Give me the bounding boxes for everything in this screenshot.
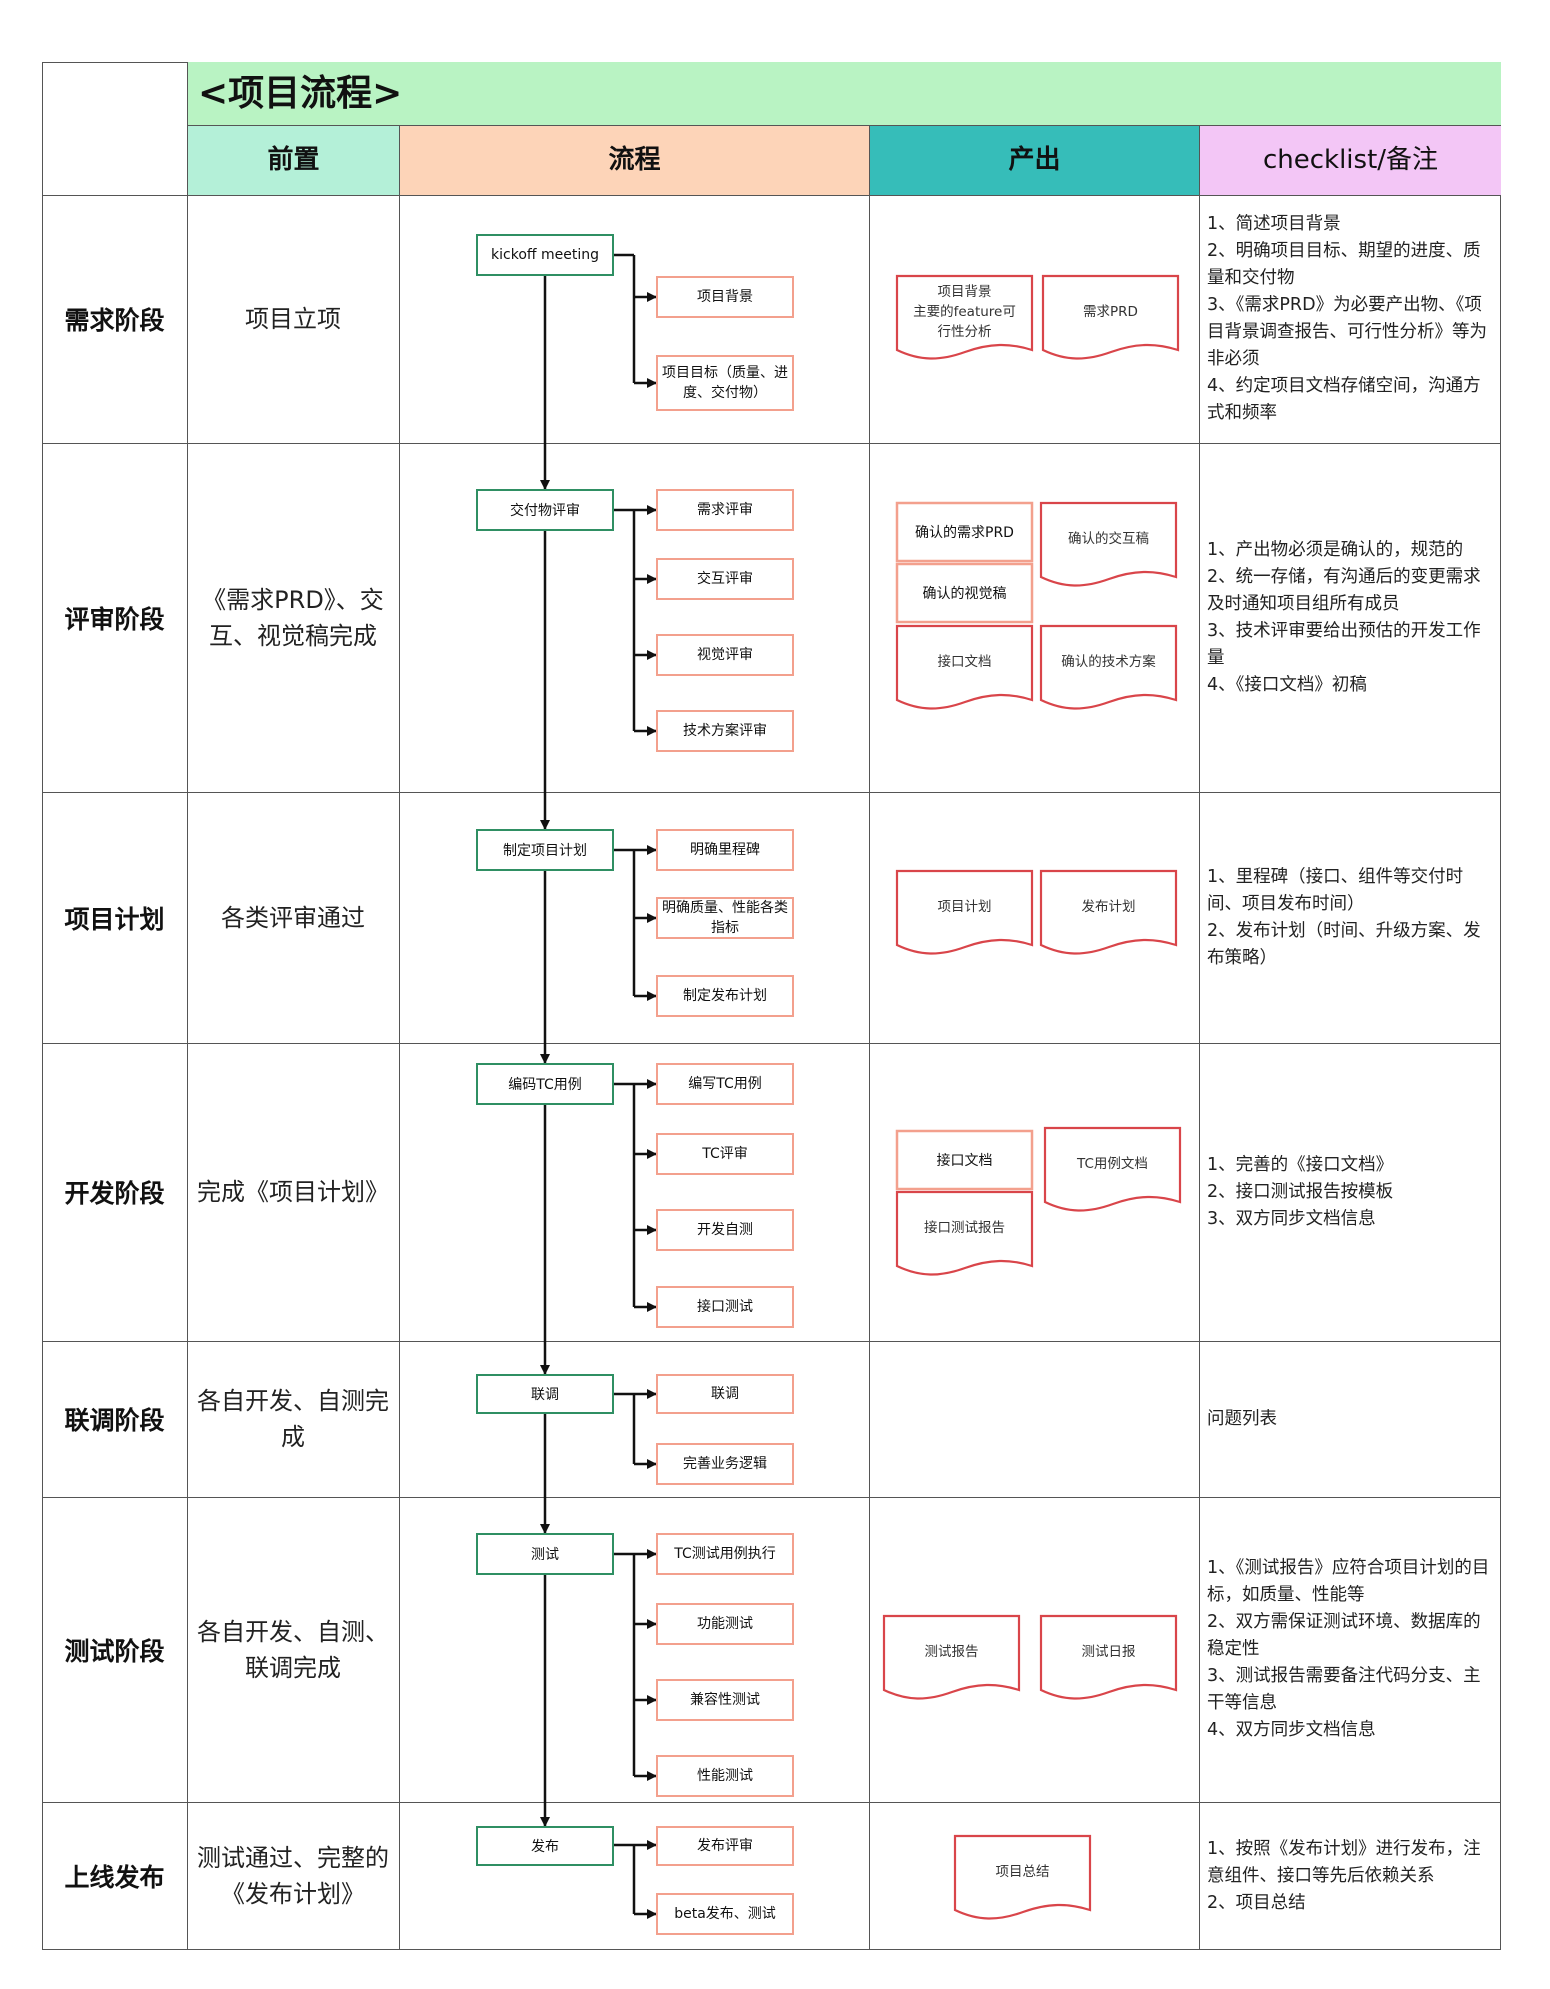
document-shape xyxy=(1039,501,1178,587)
document-shape xyxy=(1043,1126,1182,1212)
prerequisite: 测试通过、完整的《发布计划》 xyxy=(197,1844,389,1908)
row-divider xyxy=(42,1802,1501,1803)
output-document-label: 测试报告 xyxy=(924,1644,979,1660)
sub-step-box: 发布评审 xyxy=(656,1826,794,1866)
sub-step-box: 制定发布计划 xyxy=(656,975,794,1017)
sub-step-box: 开发自测 xyxy=(656,1209,794,1251)
document-shape xyxy=(895,869,1034,955)
document-shape xyxy=(895,1190,1034,1276)
sub-step-box: beta发布、测试 xyxy=(656,1893,794,1935)
header-checklist: checklist/备注 xyxy=(1199,126,1501,195)
document-shape xyxy=(882,1614,1021,1700)
document-shape xyxy=(1041,274,1180,360)
document-shape xyxy=(953,1834,1092,1920)
output-document-label: 需求PRD xyxy=(1083,304,1138,320)
output-document-label: 接口文档 xyxy=(937,654,992,670)
document-shape xyxy=(1039,1614,1178,1700)
checklist-note: 1、简述项目背景 2、明确项目目标、期望的进度、质量和交付物 3、《需求PRD》… xyxy=(1207,214,1487,423)
prerequisite: 《需求PRD》、交互、视觉稿完成 xyxy=(202,585,384,650)
column-divider xyxy=(187,62,188,1950)
checklist-note: 1、里程碑（接口、组件等交付时间、项目发布时间） 2、发布计划（时间、升级方案、… xyxy=(1207,866,1481,968)
row-divider xyxy=(42,1043,1501,1044)
sub-step-box: 性能测试 xyxy=(656,1755,794,1797)
document-shape xyxy=(895,562,1034,624)
sub-step-box: 兼容性测试 xyxy=(656,1679,794,1721)
page-title: <项目流程> xyxy=(187,62,1501,126)
row-divider xyxy=(42,1341,1501,1342)
sub-step-box: 联调 xyxy=(656,1374,794,1414)
sub-step-box: 项目背景 xyxy=(656,276,794,318)
stage-label: 联调阶段 xyxy=(64,1406,165,1435)
document-shape xyxy=(1039,624,1178,710)
main-step-box: 制定项目计划 xyxy=(476,829,614,871)
sub-step-box: 接口测试 xyxy=(656,1286,794,1328)
row-divider xyxy=(42,195,1501,196)
stage-label: 需求阶段 xyxy=(64,306,165,335)
prerequisite: 各类评审通过 xyxy=(221,903,365,932)
checklist-note: 1、完善的《接口文档》 2、接口测试报告按模板 3、双方同步文档信息 xyxy=(1207,1154,1394,1229)
document-shape xyxy=(895,274,1034,360)
row-divider xyxy=(42,1497,1501,1498)
stage-label: 评审阶段 xyxy=(64,604,165,634)
stage-label: 项目计划 xyxy=(64,904,165,934)
row-divider xyxy=(42,792,1501,793)
sub-step-box: 需求评审 xyxy=(656,489,794,531)
stage-label: 测试阶段 xyxy=(64,1636,165,1666)
output-document-label: 确认的技术方案 xyxy=(1061,654,1156,670)
output-document-label: 项目总结 xyxy=(995,1864,1050,1880)
checklist-note: 问题列表 xyxy=(1207,1408,1277,1429)
main-step-box: kickoff meeting xyxy=(476,234,614,276)
sub-step-box: 视觉评审 xyxy=(656,634,794,676)
checklist-note: 1、按照《发布计划》进行发布，注意组件、接口等先后依赖关系 2、项目总结 xyxy=(1207,1838,1481,1913)
output-document-label: 确认的需求PRD xyxy=(915,525,1014,541)
document-shape xyxy=(895,624,1034,710)
column-divider xyxy=(399,126,400,1950)
document-shape xyxy=(1039,869,1178,955)
sub-step-box: TC测试用例执行 xyxy=(656,1533,794,1575)
checklist-note: 1、《测试报告》应符合项目计划的目标，如质量、性能等 2、双方需保证测试环境、数… xyxy=(1207,1558,1490,1740)
sub-step-box: 交互评审 xyxy=(656,558,794,600)
main-step-box: 测试 xyxy=(476,1533,614,1575)
sub-step-box: 功能测试 xyxy=(656,1603,794,1645)
output-document-label: 项目计划 xyxy=(937,899,992,915)
prerequisite: 各自开发、自测、联调完成 xyxy=(197,1617,389,1682)
column-divider xyxy=(869,126,870,1950)
output-document-label: 项目背景 主要的feature可 行性分析 xyxy=(913,284,1016,340)
sub-step-box: 明确里程碑 xyxy=(656,829,794,871)
prerequisite: 完成《项目计划》 xyxy=(197,1178,389,1206)
output-document-label: 测试日报 xyxy=(1081,1644,1136,1660)
column-divider xyxy=(1199,126,1200,1950)
sub-step-box: 明确质量、性能各类指标 xyxy=(656,897,794,939)
output-document-label: 发布计划 xyxy=(1081,899,1136,915)
stage-label: 开发阶段 xyxy=(64,1179,165,1208)
output-document-label: 确认的交互稿 xyxy=(1068,531,1149,547)
document-shape xyxy=(895,501,1034,563)
output-document-label: 接口文档 xyxy=(936,1153,993,1169)
output-document-label: TC用例文档 xyxy=(1077,1156,1148,1172)
output-document-label: 接口测试报告 xyxy=(924,1220,1005,1236)
header-output: 产出 xyxy=(869,126,1199,195)
output-document-label: 确认的视觉稿 xyxy=(922,586,1007,602)
sub-step-box: 编写TC用例 xyxy=(656,1063,794,1105)
main-step-box: 交付物评审 xyxy=(476,489,614,531)
sub-step-box: 完善业务逻辑 xyxy=(656,1443,794,1485)
stage-label: 上线发布 xyxy=(64,1863,165,1892)
prerequisite: 项目立项 xyxy=(245,305,341,333)
row-divider xyxy=(42,443,1501,444)
checklist-note: 1、产出物必须是确认的，规范的 2、统一存储，有沟通后的变更需求及时通知项目组所… xyxy=(1207,539,1481,695)
main-step-box: 联调 xyxy=(476,1374,614,1414)
sub-step-box: TC评审 xyxy=(656,1133,794,1175)
sub-step-box: 技术方案评审 xyxy=(656,710,794,752)
document-shape xyxy=(895,1129,1034,1191)
sub-step-box: 项目目标（质量、进度、交付物） xyxy=(656,355,794,411)
prerequisite: 各自开发、自测完成 xyxy=(197,1387,389,1451)
main-step-box: 发布 xyxy=(476,1826,614,1866)
main-step-box: 编码TC用例 xyxy=(476,1063,614,1105)
